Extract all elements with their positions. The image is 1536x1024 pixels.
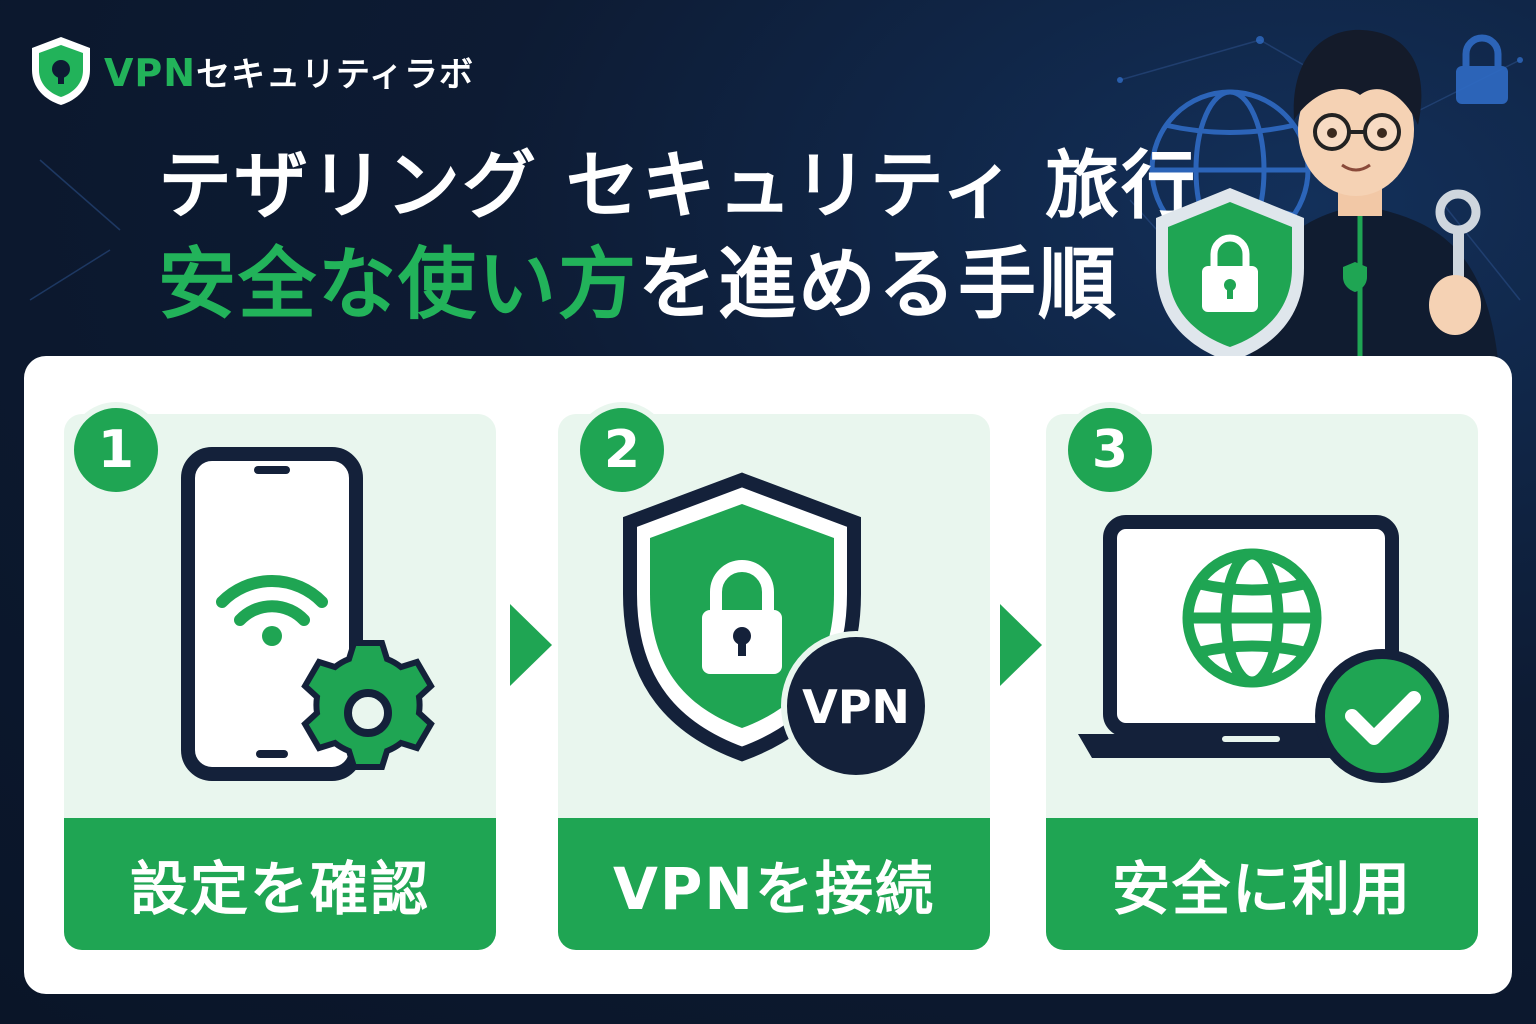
headline-line1: テザリング セキュリティ 旅行 <box>158 143 1198 229</box>
step-card-3: 安全に利用 <box>1046 414 1478 950</box>
step-label-2: VPNを接続 <box>613 855 935 923</box>
step-label-bar-3: 安全に利用 <box>1046 818 1478 950</box>
brand-logo: VPNセキュリティラボ <box>28 34 474 108</box>
padlock-icon <box>1456 34 1508 104</box>
gear-icon <box>301 640 435 770</box>
headline-green: 安全な使い方 <box>158 240 639 330</box>
brand-rest: セキュリティラボ <box>196 54 475 95</box>
brand-name: VPNセキュリティラボ <box>104 47 474 96</box>
step-label-1: 設定を確認 <box>129 855 430 923</box>
arrow-right-icon <box>1000 604 1042 686</box>
checkmark-icon <box>1315 649 1449 783</box>
headline-white: を進める手順 <box>638 240 1119 330</box>
arrow-right-icon <box>510 604 552 686</box>
brand-vpn: VPN <box>104 50 197 95</box>
step-number-2: 2 <box>574 402 670 498</box>
vpn-shield-icon <box>623 472 931 781</box>
smartphone-wifi-icon <box>181 447 435 781</box>
character-illustration <box>1156 29 1500 380</box>
emblem-icon <box>1343 262 1367 292</box>
key-icon <box>1435 189 1481 292</box>
step-label-bar-2: VPNを接続 <box>558 818 990 950</box>
shield-lock-icon <box>32 37 90 105</box>
step-card-2: VPN VPNを接続 <box>558 414 990 950</box>
laptop-globe-icon <box>1078 515 1449 783</box>
step-card-1: 設定を確認 <box>64 414 496 950</box>
vpn-badge-text: VPN <box>802 680 910 734</box>
shield-lock-large-icon <box>1156 188 1304 362</box>
step-number-1: 1 <box>68 402 164 498</box>
step-label-3: 安全に利用 <box>1111 855 1412 923</box>
step-number-3: 3 <box>1062 402 1158 498</box>
headline-line2: 安全な使い方を進める手順 <box>158 222 1118 334</box>
step-label-bar-1: 設定を確認 <box>64 818 496 950</box>
